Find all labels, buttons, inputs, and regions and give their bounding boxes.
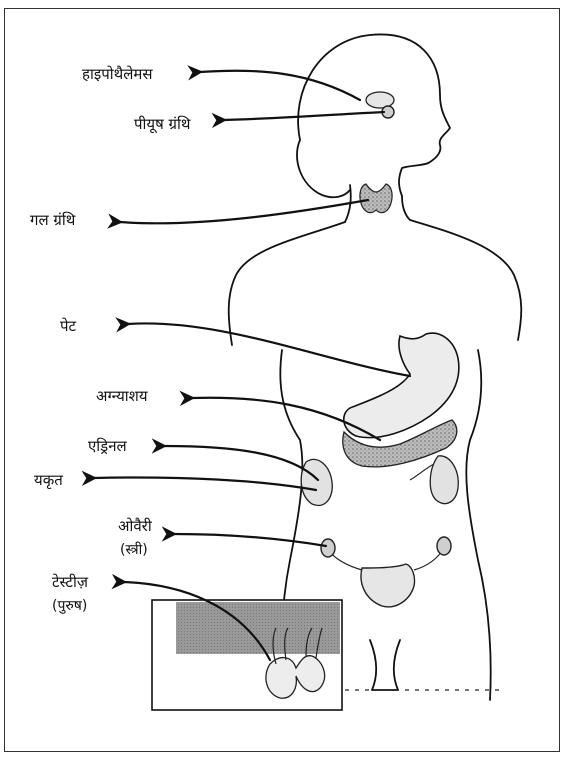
arrow-hypothalamus xyxy=(200,71,360,100)
label-pancreas: अग्न्याशय xyxy=(96,386,148,406)
label-thyroid: गल ग्रंथि xyxy=(30,210,75,230)
shoulder-left xyxy=(229,222,345,345)
left-ovary-shape xyxy=(321,539,335,557)
left-kidney-shape xyxy=(301,459,332,505)
label-stomach: पेट xyxy=(60,316,76,336)
arrow-thyroid xyxy=(120,200,368,223)
arrow-stomach xyxy=(128,323,410,376)
label-ovary-line2: (स्त्री) xyxy=(120,540,148,560)
arrow-pituitary xyxy=(224,112,384,120)
testes-inset-shade xyxy=(176,602,340,654)
label-ovary-line1: ओवैरी xyxy=(118,516,152,536)
stomach-shape xyxy=(344,333,459,437)
arrow-liver xyxy=(94,478,316,491)
right-ovary-shape xyxy=(437,537,451,555)
arrow-ovary xyxy=(174,534,326,546)
label-testes-line1: टेस्टीज़ xyxy=(52,572,88,592)
label-adrenal: एड्रिनल xyxy=(88,436,127,456)
label-hypothalamus: हाइपोथैलेमस xyxy=(82,64,153,84)
label-testes-line2: (पुरुष) xyxy=(52,596,87,616)
hair-bun-outline xyxy=(297,140,350,197)
leg-inner xyxy=(370,640,400,690)
label-pituitary: पीयूष ग्रंथि xyxy=(134,114,190,134)
label-liver: यकृत xyxy=(34,470,63,490)
uterus-shape xyxy=(361,564,415,607)
torso-right xyxy=(466,350,490,700)
shoulder-right xyxy=(402,196,521,340)
arrow-adrenal xyxy=(164,446,318,480)
thyroid-shape xyxy=(360,184,392,213)
right-kidney-shape xyxy=(430,456,458,504)
